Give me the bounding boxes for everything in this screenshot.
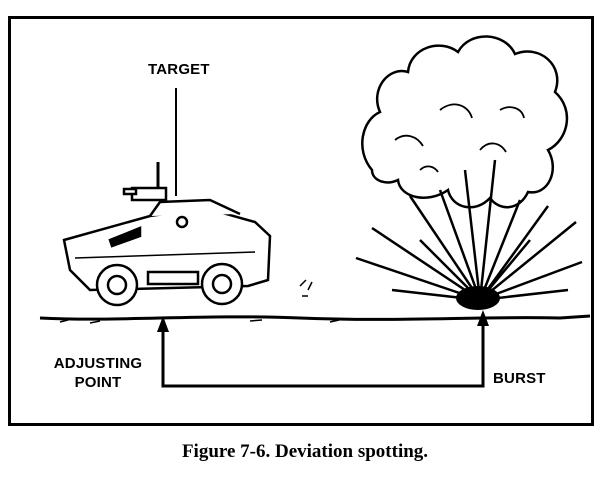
adjusting-point-label: ADJUSTING POINT <box>40 354 156 392</box>
deviation-bracket <box>161 320 485 388</box>
armored-vehicle <box>62 162 272 307</box>
burst-label: BURST <box>493 370 546 387</box>
burst-arrow <box>477 310 489 326</box>
figure-caption: Figure 7-6. Deviation spotting. <box>181 441 429 462</box>
burst-core <box>456 286 500 310</box>
adjusting-point-label-line1: ADJUSTING <box>53 355 143 372</box>
ground-line <box>39 314 591 321</box>
adjusting-point-arrow <box>157 316 169 332</box>
burst-cloud <box>361 35 569 209</box>
adjusting-point-label-line2: POINT <box>74 374 122 391</box>
target-label: TARGET <box>148 61 210 78</box>
